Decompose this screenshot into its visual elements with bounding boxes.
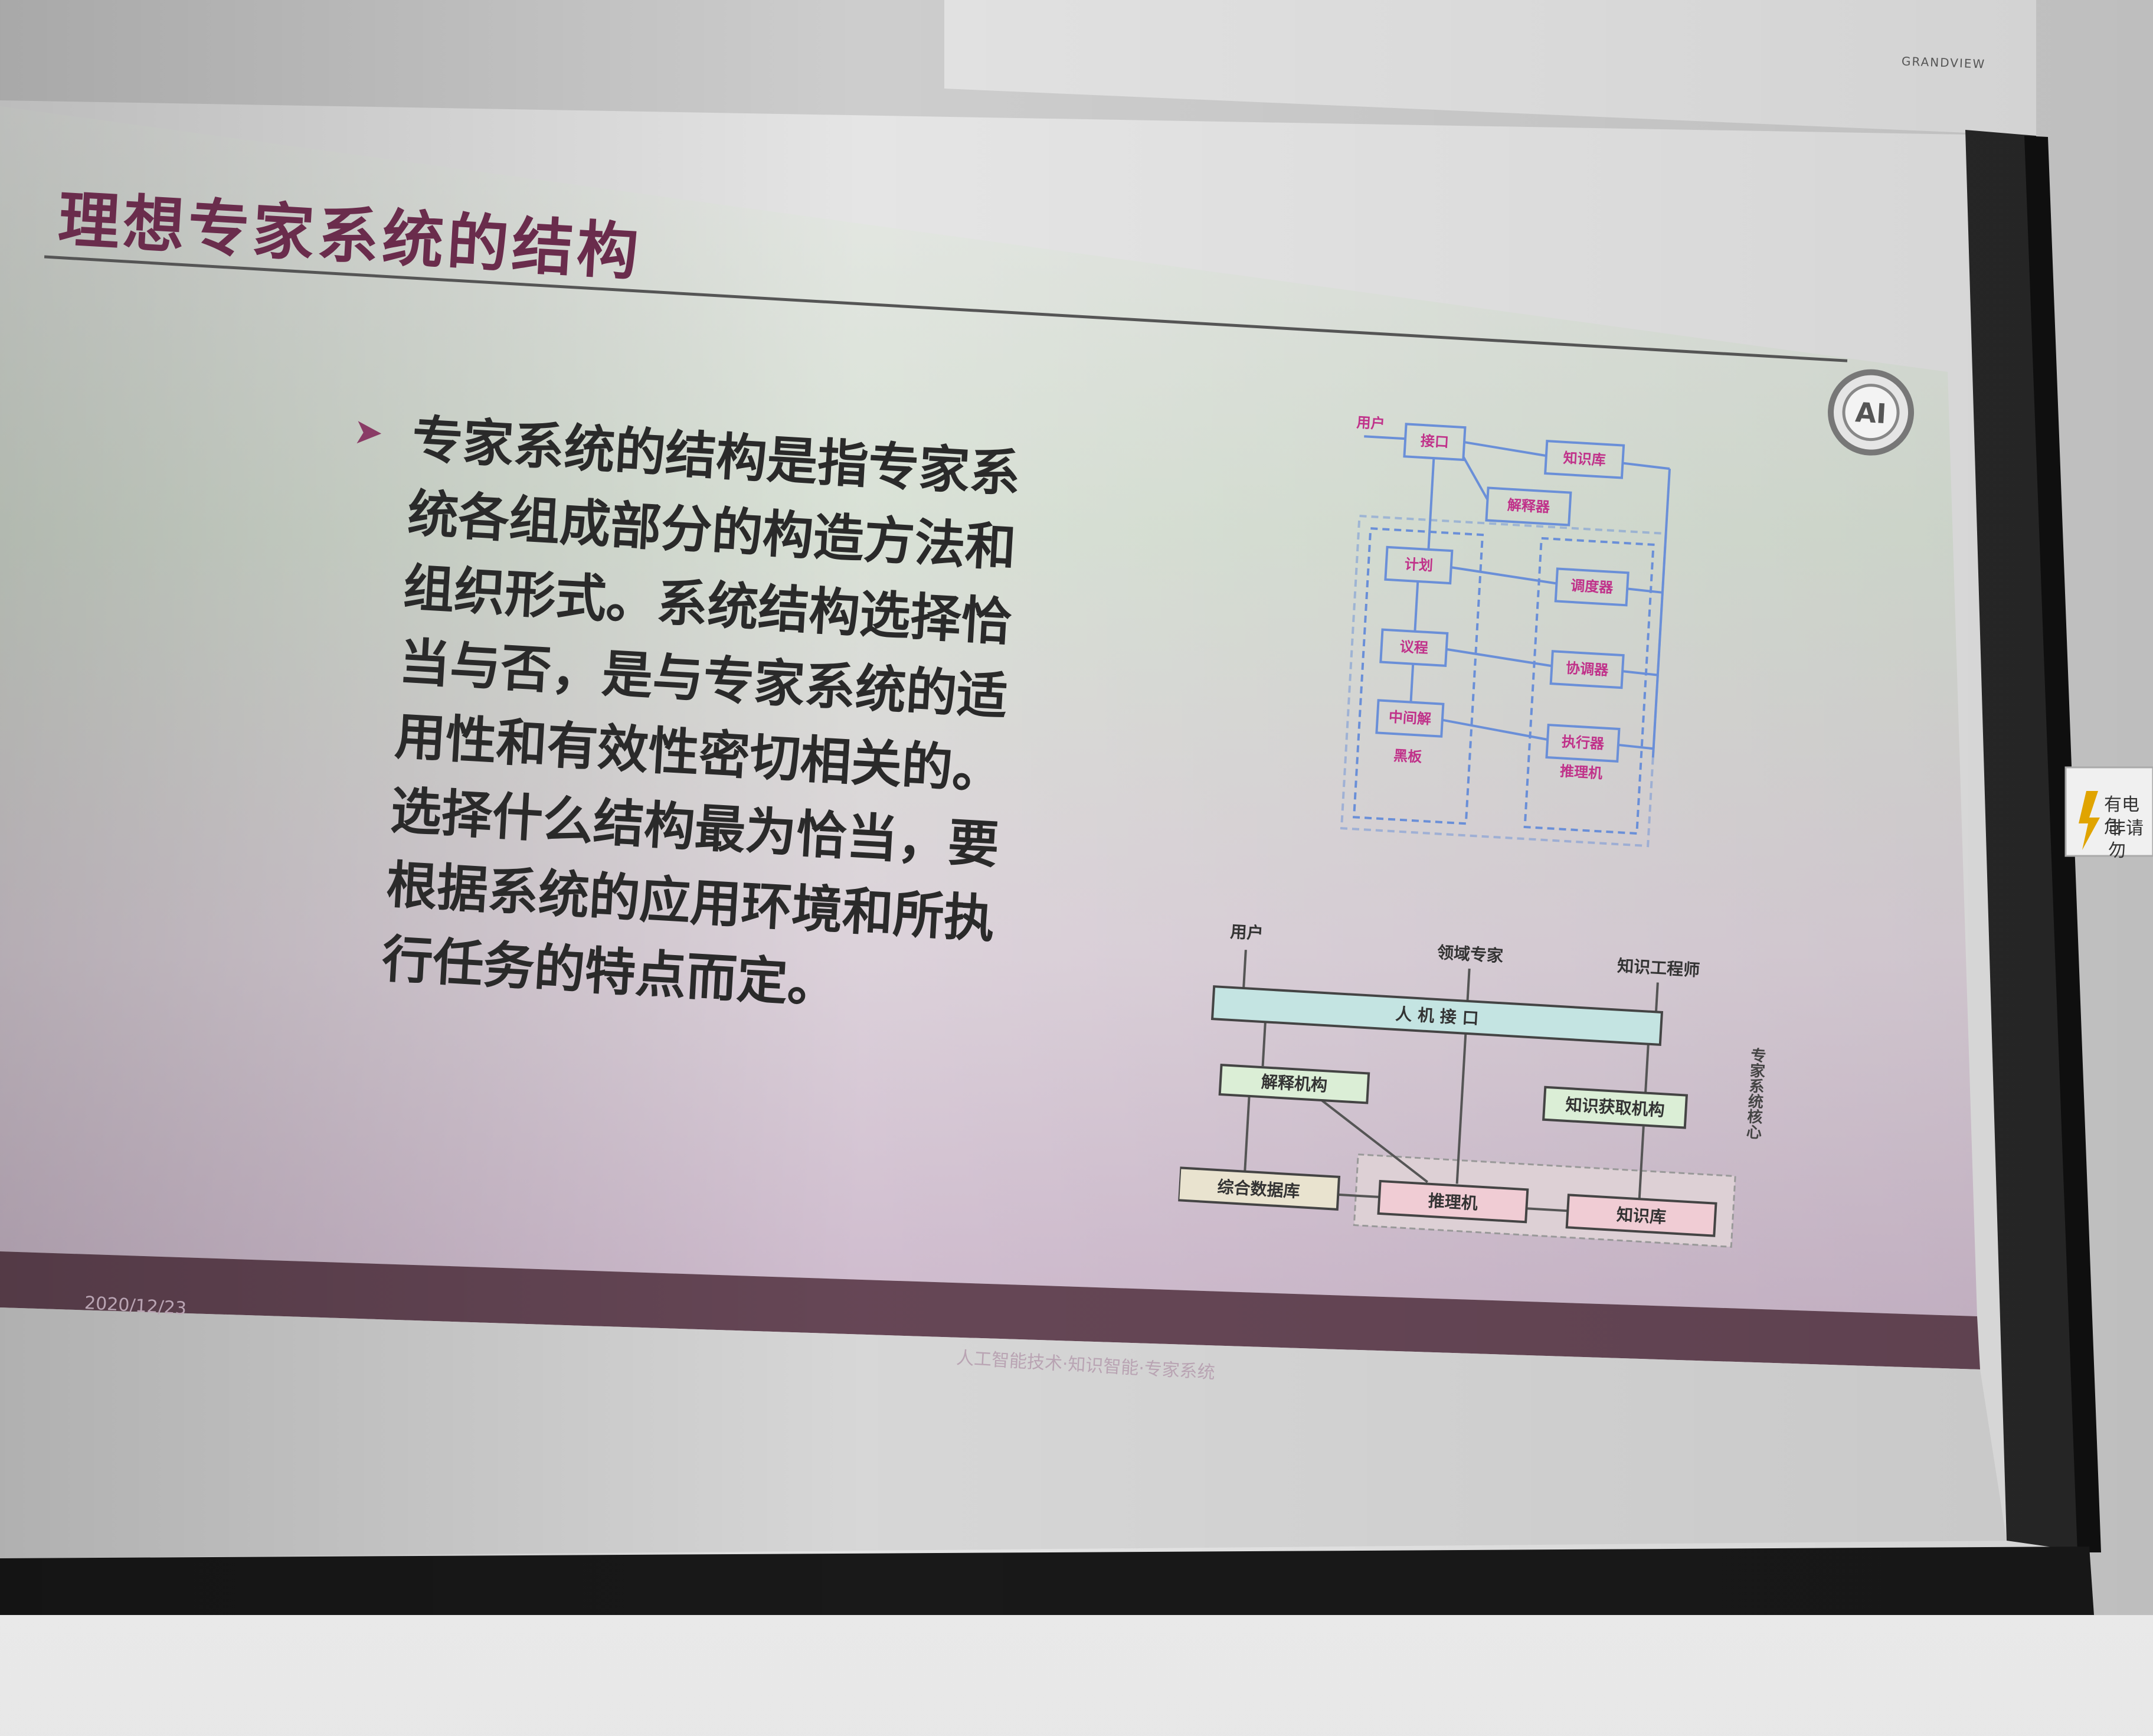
bottom-knowledge-base-label: 知识库 — [1616, 1205, 1667, 1227]
top-explainer-label: 解释器 — [1507, 496, 1550, 515]
top-agenda-label: 议程 — [1399, 638, 1429, 656]
top-interface-label: 接口 — [1420, 433, 1449, 451]
wall-sign-line1: 有电危 — [2104, 795, 2139, 838]
projector-brand-label: GRANDVIEW — [1901, 54, 1986, 71]
bottom-database-label: 综合数据库 — [1217, 1177, 1301, 1201]
top-blackboard-top-label: 中间解 — [1388, 708, 1431, 727]
top-coordinator-label: 协调器 — [1565, 660, 1609, 679]
top-knowledge-base-label: 知识库 — [1563, 450, 1606, 469]
top-blackboard-bottom-label: 黑板 — [1393, 747, 1423, 766]
expert-system-architecture-diagram: 用户 领域专家 知识工程师 人 机 接 口 解释机构 知识获取机构 综合数据库 … — [1177, 922, 1766, 1248]
bottom-domain-expert-label: 领域专家 — [1437, 943, 1504, 966]
ai-logo-text: AI — [1854, 396, 1887, 430]
top-executor-bottom-label: 推理机 — [1559, 763, 1602, 782]
bottom-hmi-label: 人 机 接 口 — [1395, 1004, 1479, 1028]
top-plan-label: 计划 — [1404, 556, 1434, 574]
wall-sign-line2: 非请勿 — [2108, 818, 2144, 861]
top-scheduler-label: 调度器 — [1570, 577, 1614, 596]
top-user-label: 用户 — [1356, 414, 1386, 433]
bottom-core-label: 专家系统核心 — [1743, 1047, 1766, 1140]
bottom-inference-engine-label: 推理机 — [1428, 1191, 1478, 1214]
bullet-paragraph: 专家系统的结构是指专家系统各组成部分的构造方法和组织形式。系统结构选择恰当与否，… — [380, 410, 1022, 1015]
bullet-arrow-icon: ➤ — [352, 410, 385, 454]
bottom-knowledge-engineer-label: 知识工程师 — [1617, 956, 1700, 980]
top-executor-top-label: 执行器 — [1561, 733, 1605, 752]
bottom-user-label: 用户 — [1230, 922, 1264, 943]
screen-backdrop — [0, 0, 2153, 1615]
ai-logo-icon: AI — [1828, 369, 1915, 456]
photo-scene: GRANDVIEW 有电危 非请勿 理想专家系统的结构 AI ➤ 专家系统的结构… — [0, 0, 2153, 1615]
blackboard-architecture-diagram: 用户 接口 知识库 解释器 计划 调度器 议程 协调器 中间解 黑板 执行器 推… — [1340, 414, 1671, 848]
bottom-explain-module-label: 解释机构 — [1261, 1072, 1328, 1095]
